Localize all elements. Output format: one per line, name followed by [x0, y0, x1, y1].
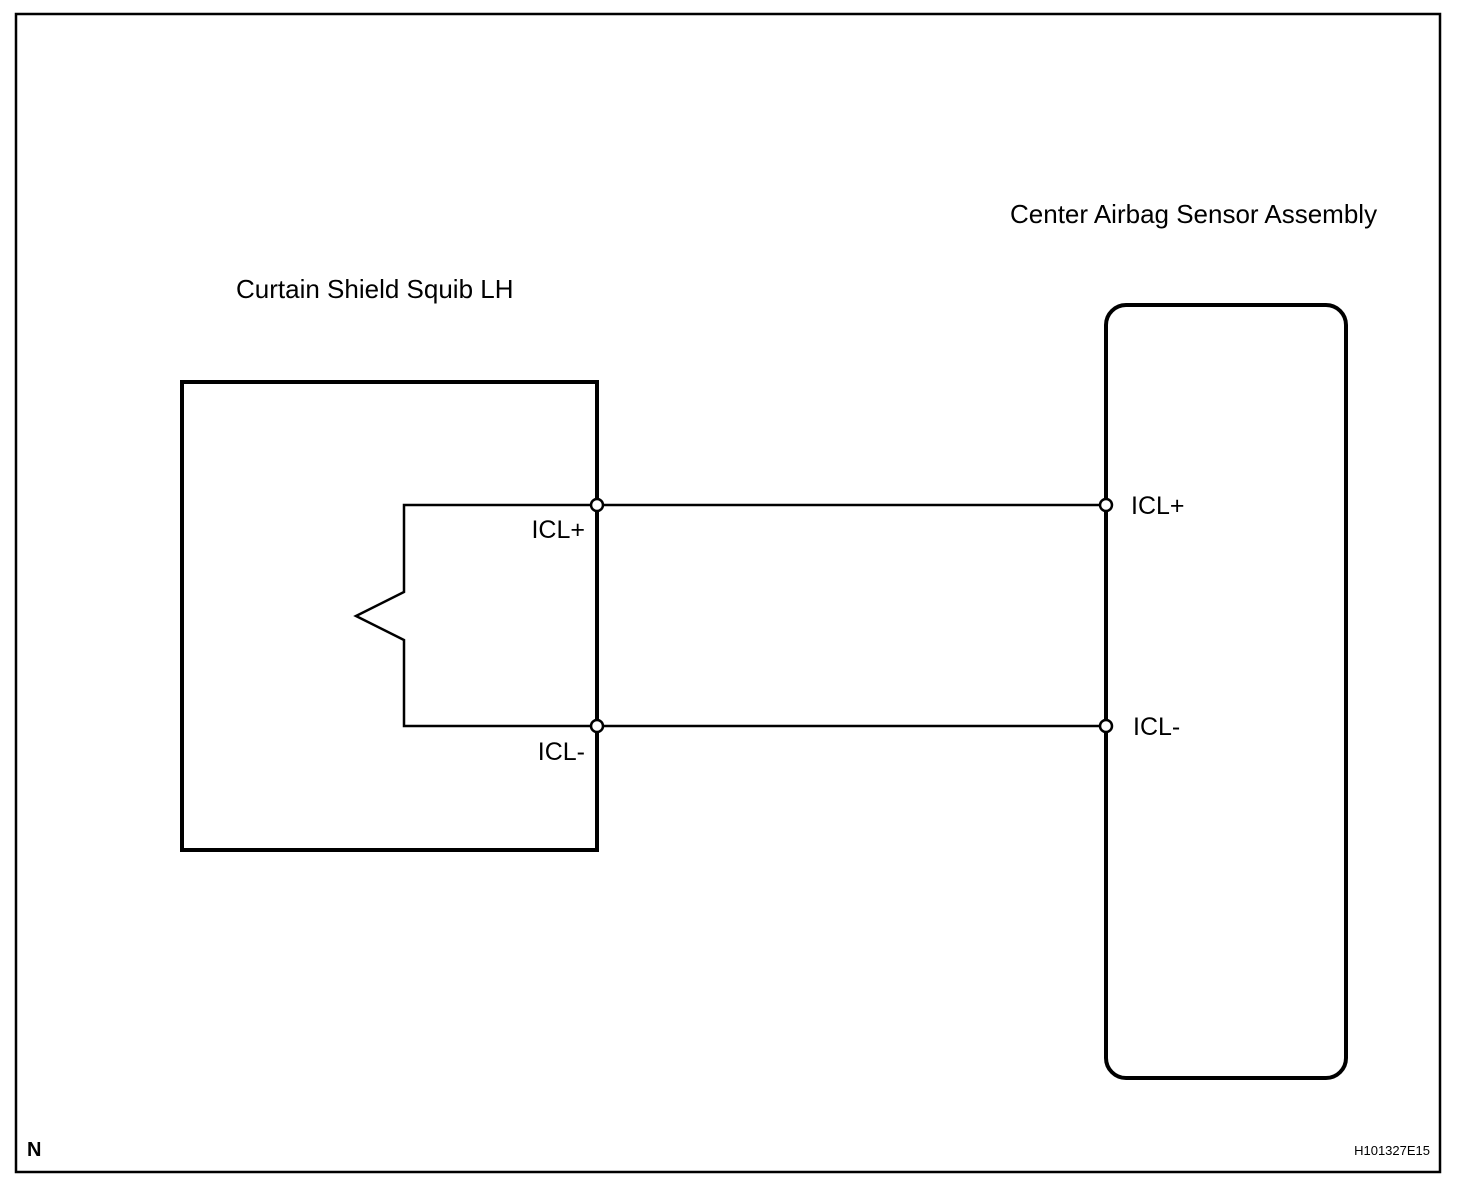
diagram-frame — [14, 12, 1442, 1174]
sensor-box — [1104, 303, 1348, 1080]
corner-mark: N — [27, 1139, 41, 1161]
squib-igniter-element — [353, 503, 597, 728]
sensor-pin-label-plus: ICL+ — [1131, 492, 1185, 520]
sensor-terminal-icl-minus — [1098, 718, 1114, 734]
squib-pin-label-plus: ICL+ — [531, 516, 585, 544]
sensor-title: Center Airbag Sensor Assembly — [1010, 199, 1377, 229]
figure-code: H101327E15 — [1354, 1143, 1430, 1158]
squib-box — [180, 380, 599, 852]
squib-terminal-icl-plus — [589, 497, 605, 513]
squib-terminal-icl-minus — [589, 718, 605, 734]
sensor-terminal-icl-plus — [1098, 497, 1114, 513]
squib-title: Curtain Shield Squib LH — [236, 274, 514, 304]
squib-pin-label-minus: ICL- — [538, 738, 585, 766]
sensor-pin-label-minus: ICL- — [1133, 713, 1180, 741]
